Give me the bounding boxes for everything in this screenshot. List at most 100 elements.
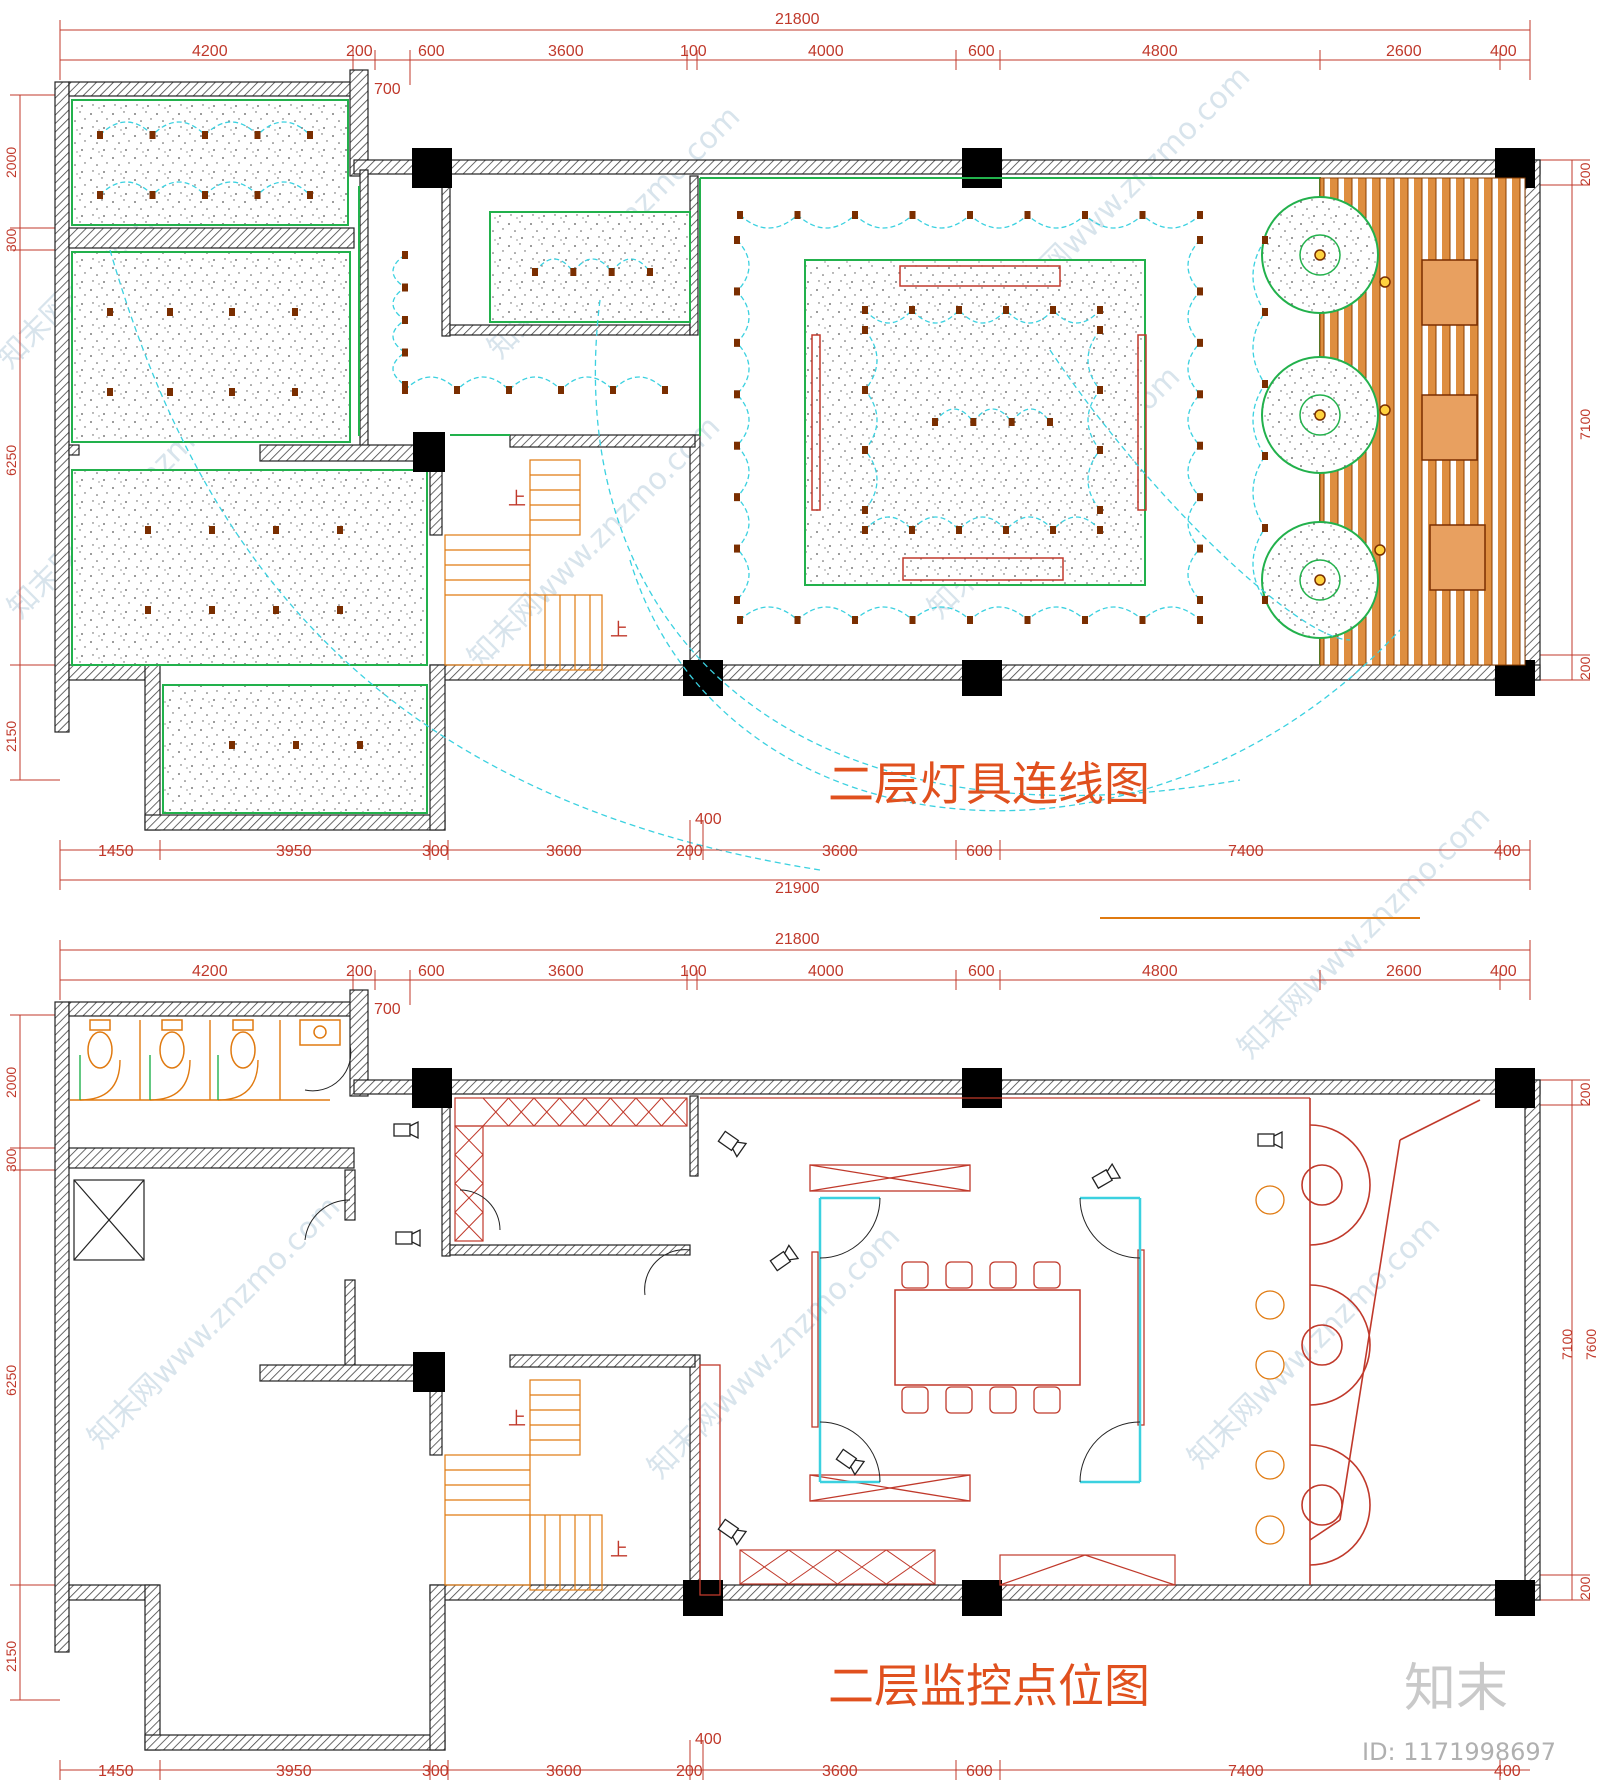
- camera-lens: [1273, 1130, 1283, 1150]
- dim-label: 600: [968, 963, 995, 980]
- light-fixture: [532, 268, 538, 276]
- dim-label: 200: [676, 1763, 703, 1780]
- meeting-table: [894, 1289, 1081, 1386]
- cctv-camera-icon: [1257, 1130, 1283, 1150]
- overall-width-top: 21800: [775, 11, 820, 28]
- cctv-cameras: [393, 1120, 1283, 1546]
- counter-cross: [788, 1549, 838, 1585]
- light-fixture: [1024, 616, 1031, 624]
- light-fixture: [229, 741, 235, 749]
- light-fixture: [1097, 306, 1103, 314]
- dim-label: 700: [374, 1001, 401, 1018]
- light-fixture: [862, 506, 868, 514]
- light-fixture: [1262, 524, 1268, 532]
- light-fixture: [970, 418, 977, 426]
- light-fixture: [293, 741, 299, 749]
- dim-label: 3600: [546, 843, 582, 860]
- cctv-camera-icon: [717, 1130, 748, 1158]
- light-fixture: [956, 526, 962, 534]
- light-fixture: [273, 526, 279, 534]
- right-dimensions: [1540, 1079, 1590, 1601]
- light-fixture: [862, 326, 868, 334]
- stair-up-label: 上: [610, 1540, 628, 1561]
- light-fixture: [734, 236, 740, 244]
- light-fixture: [1262, 380, 1268, 388]
- dim-label: 1450: [98, 1763, 134, 1780]
- light-fixture: [1082, 211, 1088, 219]
- stair-up-label: 上: [508, 489, 526, 510]
- dim-label: 7400: [1228, 843, 1264, 860]
- light-fixture: [402, 386, 408, 394]
- stair-up-label: 上: [610, 620, 628, 641]
- top-dimensions: [59, 20, 1531, 85]
- light-fixture: [1097, 326, 1103, 334]
- light-fixture: [1097, 526, 1103, 534]
- camera-body: [1257, 1133, 1275, 1147]
- shelf-cross: [454, 1125, 484, 1156]
- light-fixture: [229, 308, 235, 316]
- camera-lens: [1106, 1162, 1122, 1180]
- dim-label: 1450: [98, 843, 134, 860]
- glass-room-doors: [819, 1197, 1141, 1483]
- light-fixture: [307, 191, 313, 199]
- light-fixture: [1197, 441, 1203, 450]
- light-wire: [864, 329, 878, 511]
- light-fixture: [402, 283, 408, 292]
- light-fixture: [1003, 526, 1009, 534]
- dim-label: 600: [418, 43, 445, 60]
- dim-label: 600: [966, 1763, 993, 1780]
- light-fixture: [1139, 616, 1146, 624]
- lighting-plan-title: 二层灯具连线图: [828, 757, 1150, 811]
- light-wire: [1252, 239, 1266, 601]
- light-fixture: [909, 306, 915, 314]
- light-fixture: [610, 386, 616, 394]
- light-wire: [736, 239, 750, 601]
- counter-crosses: [739, 1549, 936, 1585]
- dim-label: 100: [680, 43, 707, 60]
- dim-label: 7100: [1577, 409, 1593, 440]
- light-fixture: [307, 131, 313, 139]
- dim-label: 600: [968, 43, 995, 60]
- dim-label: 3600: [548, 963, 584, 980]
- light-fixture: [608, 268, 615, 276]
- long-wiring-arcs: [109, 249, 1401, 871]
- light-fixture: [734, 287, 740, 296]
- dim-label: 6250: [3, 445, 19, 476]
- light-fixture: [1197, 338, 1203, 347]
- dim-label: 4000: [808, 43, 844, 60]
- meeting-chairs: [901, 1261, 1061, 1414]
- dim-label: 3600: [546, 1763, 582, 1780]
- light-fixture: [1262, 596, 1268, 604]
- shelf-cross: [508, 1097, 535, 1127]
- dim-label: 3600: [822, 1763, 858, 1780]
- staircase: [444, 459, 603, 671]
- dim-label: 200: [676, 843, 703, 860]
- light-fixture: [209, 606, 215, 614]
- columns: [412, 1068, 1535, 1616]
- dim-label: 200: [1577, 1576, 1593, 1600]
- shelf-cross: [454, 1211, 484, 1242]
- spot-light: [1314, 409, 1326, 421]
- light-fixture: [1050, 306, 1056, 314]
- left-dimensions: [10, 1014, 60, 1701]
- dim-label: 400: [1494, 1763, 1521, 1780]
- light-fixture: [454, 386, 460, 394]
- camera-lens: [731, 1141, 748, 1158]
- deck-tables: [1421, 259, 1486, 591]
- light-fixture: [737, 616, 743, 624]
- light-fixture: [967, 616, 973, 624]
- light-fixture: [145, 526, 151, 534]
- light-fixture: [1262, 452, 1268, 460]
- light-fixture: [1097, 446, 1103, 454]
- bottom-counters: [739, 1549, 1176, 1586]
- shelf-cross: [559, 1097, 586, 1127]
- light-fixture: [909, 211, 916, 219]
- hall-dividers: [699, 1097, 1310, 1596]
- light-fixture: [107, 308, 113, 316]
- camera-body: [395, 1231, 413, 1245]
- light-fixture: [1024, 211, 1031, 219]
- dim-label: 400: [1494, 843, 1521, 860]
- booth-seating: [1301, 1098, 1481, 1585]
- light-fixture: [1197, 493, 1203, 502]
- light-fixture: [1008, 418, 1015, 426]
